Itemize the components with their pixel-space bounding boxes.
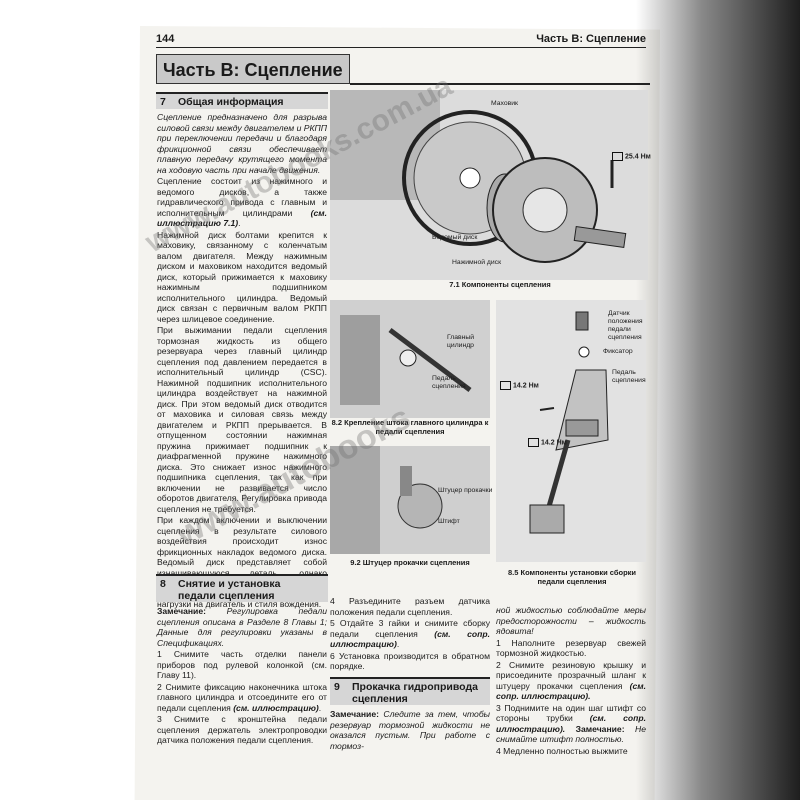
torque-label: 14.2 Нм [500,381,539,390]
note: Замечание: Следите за тем, чтобы резерву… [330,709,490,751]
section-title: Общая информация [178,96,284,108]
figure-7-1-caption: 7.1 Компоненты сцепления [449,280,551,289]
figure-7-1-illustration [330,90,648,280]
label-driven-disc: Ведомый диск [432,234,478,241]
step: 5 Отдайте 3 гайки и снимите сборку педал… [330,618,490,649]
section-number: 8 [160,578,166,590]
figure-8-5-caption: 8.5 Компоненты установки сборки педали с… [507,568,637,586]
label-flywheel: Маховик [491,100,519,107]
section-8-text: Замечание: Регулировка педали сцепления … [157,606,327,747]
step: 4 Разъедините разъем датчика положения п… [330,596,490,617]
label-pedal-position-sensor: Датчик положения педали сцепления [608,310,643,341]
section-8-text-continued: 4 Разъедините разъем датчика положения п… [330,596,490,673]
section-9-text-continued: ной жидкостью соблюдайте меры предосторо… [496,605,646,757]
step: 3 Снимите с кронштейна педали сцепления … [157,714,327,745]
section-number: 9 [334,681,340,693]
torque-label: 25.4 Нм [612,152,651,161]
figure-8-2-illustration [330,300,490,418]
paragraph: ной жидкостью соблюдайте меры предосторо… [496,605,646,636]
page-number: 144 [156,33,175,45]
paragraph: При выжимании педали сцепления тормозная… [157,325,327,514]
section-title: Прокачка гидропривода сцепления [352,681,478,705]
torque-label: 14.2 Нм [528,438,567,447]
label-clutch-pedal: Педаль сцепления [432,375,466,390]
figure-9-2-caption: 9.2 Штуцер прокачки сцепления [350,558,470,567]
section-title: Снятие и установка педали сцепления [178,578,281,602]
chapter-rule [350,83,650,85]
step: 1 Снимите часть отделки панели приборов … [157,649,327,680]
step: 1 Наполните резервуар свежей тормозной ж… [496,637,646,659]
running-header: 144 Часть B: Сцепление [156,33,646,48]
section-9-text: Замечание: Следите за тем, чтобы резерву… [330,709,490,752]
note: Замечание: Регулировка педали сцепления … [157,606,327,648]
chapter-title: Часть B: Сцепление [156,54,350,84]
label-pin: Штифт [438,518,460,525]
torque-wrench-icon [612,152,623,161]
label-master-cylinder: Главный цилиндр [447,334,475,349]
section-number: 7 [160,96,166,108]
figure-8-2-caption: 8.2 Крепление штока главного цилиндра к … [331,418,489,436]
paragraph: Сцепление предназначено для разрыва сило… [157,112,327,175]
step: 2 Снимите фиксацию наконечника штока гла… [157,681,327,713]
paragraph: Сцепление состоит из нажимного и ведомог… [157,176,328,228]
label-clutch-pedal: Педаль сцепления [612,369,646,384]
figure-8-5-illustration [496,300,646,562]
section-9-heading: 9 Прокачка гидропривода сцепления [330,677,490,705]
running-title: Часть B: Сцепление [536,33,646,45]
section-8-heading: 8 Снятие и установка педали сцепления [156,574,328,602]
torque-wrench-icon [500,381,511,390]
step: 4 Медленно полностью выжмите [496,745,628,756]
paragraph: Нажимной диск болтами крепится к маховик… [157,229,327,324]
step: 6 Установка производится в обратном поря… [330,650,490,672]
binding-shadow [636,0,800,800]
label-clip: Фиксатор [603,348,633,355]
step: 2 Снимите резиновую крышку и присоединит… [496,659,646,702]
torque-wrench-icon [528,438,539,447]
step: 3 Поднимите на один шаг штифт со стороны… [496,702,646,745]
section-7-text: Сцепление предназначено для разрыва сило… [157,112,327,611]
label-bleed-nipple: Штуцер прокачки [438,487,493,494]
section-7-heading: 7 Общая информация [156,92,328,109]
figure-9-2-illustration [330,446,490,554]
label-pressure-plate: Нажимной диск [452,259,502,266]
